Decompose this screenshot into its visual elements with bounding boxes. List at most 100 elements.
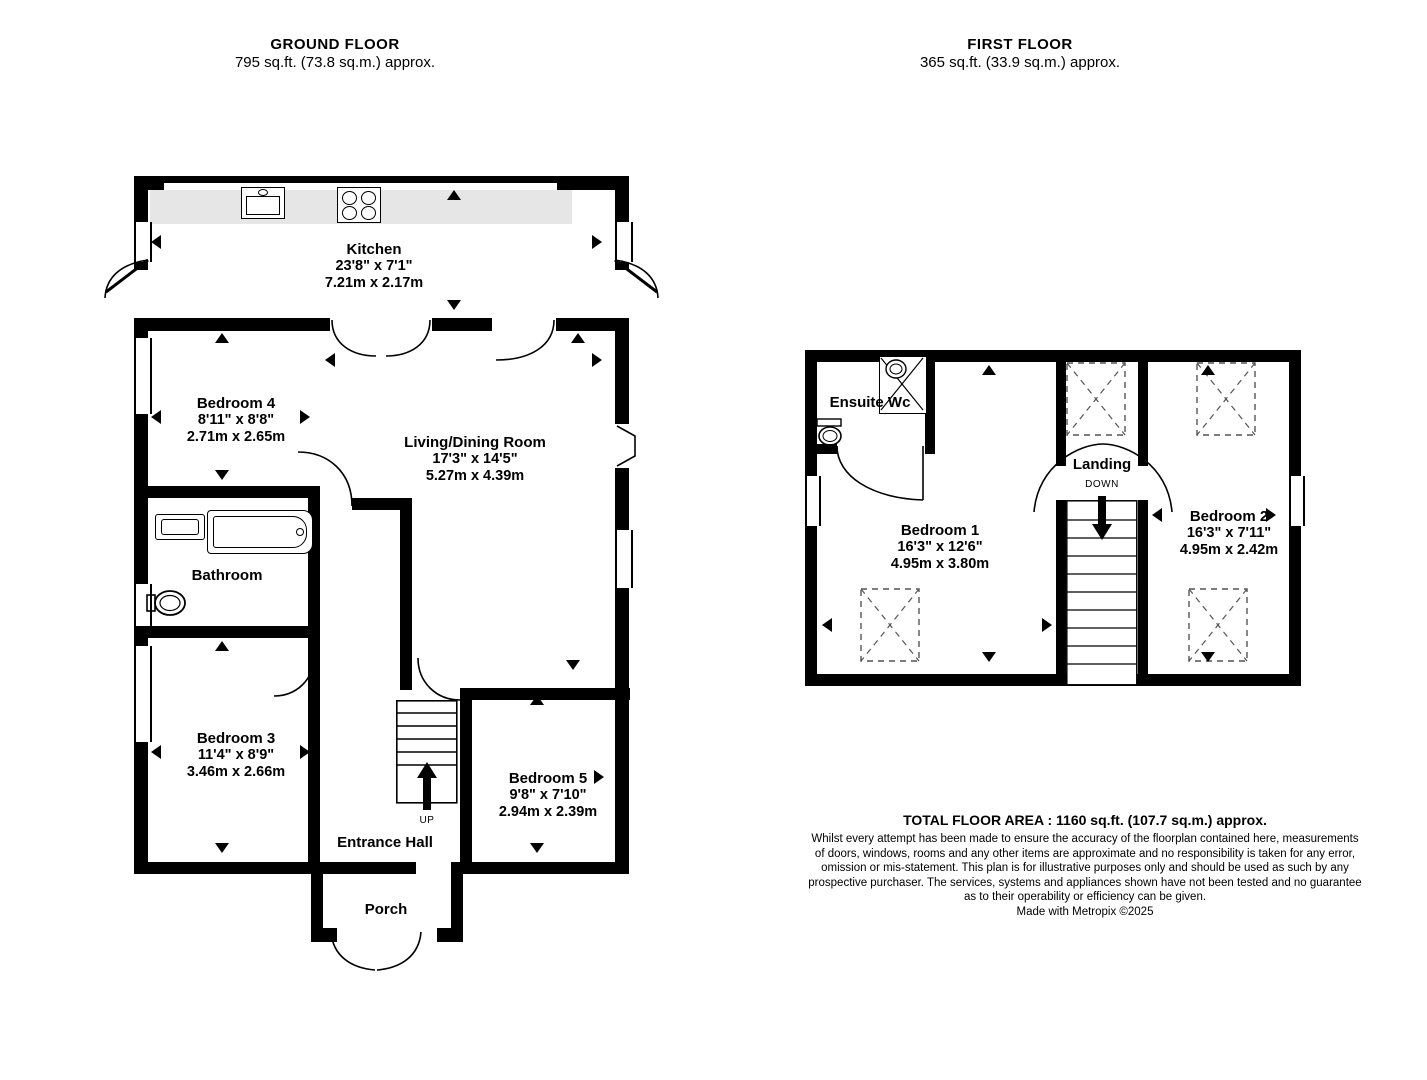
wall-living-left-seg (352, 498, 412, 510)
arrow-kitchen-top (447, 190, 461, 200)
ff-arrow-bed2-left (1152, 508, 1162, 522)
door-arc-bed5 (414, 656, 462, 702)
window-bed4-left (134, 338, 152, 414)
arrow-bed3-bottom (215, 843, 229, 853)
bath-inner-icon (213, 516, 307, 548)
ff-wall-landing-right-lower (1138, 500, 1148, 686)
ff-arrow-bed2-right (1266, 508, 1276, 522)
ff-wall-ensuite-bottom-left (805, 444, 837, 454)
bathroom-basin-bowl-icon (161, 519, 199, 535)
arrow-bed4-right (300, 410, 310, 424)
ff-arrow-bed1-left (822, 618, 832, 632)
door-arc-kitchen-living (492, 318, 556, 362)
room-label-bedroom2: Bedroom 2 16'3" x 7'11" 4.95m x 2.42m (1156, 508, 1302, 559)
wall-kitchen-left-upper (134, 176, 148, 222)
window-living-right (615, 530, 633, 588)
porch-name: Porch (364, 901, 408, 918)
room-label-bedroom1: Bedroom 1 16'3" x 12'6" 4.95m x 3.80m (830, 522, 1050, 573)
ff-arrow-bed1-bottom (982, 652, 996, 662)
ff-arrow-bed1-right (1042, 618, 1052, 632)
kitchen-metric: 7.21m x 2.17m (324, 275, 424, 291)
wall-bed3-left-bottom (134, 742, 148, 874)
bedroom2-imperial: 16'3" x 7'11" (1186, 525, 1272, 541)
bedroom3-name: Bedroom 3 (196, 730, 276, 747)
door-arc-kitchen-hall-right (382, 318, 432, 358)
first-floor-area: 365 sq.ft. (33.9 sq.m.) approx. (919, 54, 1121, 71)
disclaimer-line-5: as to their operability or efficiency ca… (963, 891, 1207, 903)
wall-bottom-porchleft (320, 862, 416, 874)
ff-wall-ensuite-bottom-right (925, 444, 935, 454)
room-label-bedroom4: Bedroom 4 8'11" x 8'8" 2.71m x 2.65m (126, 395, 346, 446)
arrow-bed4-left (151, 410, 161, 424)
bay-door-arc-left (100, 258, 156, 304)
bay-door-arc-right (607, 258, 663, 304)
bedroom2-name: Bedroom 2 (1189, 508, 1269, 525)
kitchen-name: Kitchen (346, 241, 402, 258)
ff-arrow-bed2-bottom (1201, 652, 1215, 662)
kitchen-imperial: 23'8" x 7'1" (335, 258, 413, 274)
arrow-bed4-top (215, 333, 229, 343)
ground-floor-title: GROUND FLOOR (270, 36, 400, 53)
wall-bed4-left-top (134, 318, 148, 338)
landing-name: Landing (1072, 456, 1132, 473)
arrow-kitchen-left (151, 235, 161, 249)
room-label-kitchen: Kitchen 23'8" x 7'1" 7.21m x 2.17m (254, 241, 494, 292)
bedroom1-name: Bedroom 1 (900, 522, 980, 539)
wall-kitchen-bottom-mid (432, 318, 492, 331)
living-dining-imperial: 17'3" x 14'5" (432, 451, 518, 467)
door-arc-bed3 (272, 654, 316, 698)
bedroom1-metric: 4.95m x 3.80m (890, 556, 990, 572)
window-kitchen-right (615, 222, 633, 262)
room-label-porch: Porch (312, 901, 460, 918)
wall-bed3-left-top (134, 626, 148, 646)
bathroom-name: Bathroom (191, 567, 263, 584)
arrow-bed4-bottom (215, 470, 229, 480)
first-floor-plan: Ensuite Wc Landing DOWN Bedroom 1 16'3" … (760, 0, 1380, 760)
ground-stairs-direction-label: UP (419, 815, 435, 826)
room-label-landing: Landing DOWN (1043, 456, 1161, 493)
sink-bowl-icon (246, 196, 280, 215)
wall-bottom-porchright (460, 862, 629, 874)
bedroom5-imperial: 9'8" x 7'10" (509, 787, 587, 803)
wall-kitchen-bottom-left (134, 318, 330, 331)
arrow-bed5-left (462, 770, 472, 784)
ff-ensuite-basin-icon (884, 358, 908, 380)
bedroom3-imperial: 11'4" x 8'9" (197, 747, 275, 763)
disclaimer-line-4: prospective purchaser. The services, sys… (808, 876, 1362, 889)
bathroom-basin-icon (155, 514, 205, 540)
living-dining-name: Living/Dining Room (404, 434, 546, 451)
wall-living-right-mid (615, 468, 629, 530)
wall-bay-right-angle (613, 258, 659, 294)
wall-kitchen-right-upper (615, 176, 629, 222)
hob-ring-4-icon (361, 206, 376, 220)
room-label-bathroom: Bathroom (132, 567, 322, 584)
hob-ring-2-icon (361, 191, 376, 205)
sink-tap-icon (258, 189, 268, 196)
wall-kitchen-top-mid (164, 176, 557, 183)
door-arc-kitchen-hall-left (330, 318, 380, 358)
arrow-living-top (571, 333, 585, 343)
room-label-living-dining: Living/Dining Room 17'3" x 14'5" 5.27m x… (355, 434, 595, 485)
disclaimer-line-6: Made with Metropix ©2025 (1016, 905, 1154, 918)
wall-bathroom-bottom (134, 626, 320, 638)
ff-arrow-bed2-top (1201, 365, 1215, 375)
total-floor-area: TOTAL FLOOR AREA : 1160 sq.ft. (107.7 sq… (903, 812, 1267, 828)
bedroom5-metric: 2.94m x 2.39m (498, 804, 598, 820)
wall-bathroom-left-top (134, 486, 148, 584)
wall-living-bottom-left (400, 510, 412, 690)
ground-floor-plan: UP Kitchen 23'8" x 7'1" 7.21m x 2.17m Be… (0, 0, 700, 1000)
living-dining-metric: 5.27m x 4.39m (425, 468, 525, 484)
wall-bay-left-angle (104, 258, 150, 294)
window-kitchen-left (134, 222, 152, 262)
room-label-bedroom5: Bedroom 5 9'8" x 7'10" 2.94m x 2.39m (430, 770, 666, 821)
room-label-bedroom3: Bedroom 3 11'4" x 8'9" 3.46m x 2.66m (126, 730, 346, 781)
wall-porch-right (451, 862, 463, 934)
wall-bed5-top (460, 688, 630, 700)
bedroom4-imperial: 8'11" x 8'8" (197, 412, 275, 428)
ff-wall-landing-right (1138, 350, 1148, 466)
arrow-living-left (325, 353, 335, 367)
wall-bed3-right (308, 638, 320, 874)
wall-porch-left (311, 862, 323, 934)
arrow-bed3-top (215, 641, 229, 651)
disclaimer-line-2: of doors, windows, rooms and any other i… (814, 847, 1356, 860)
